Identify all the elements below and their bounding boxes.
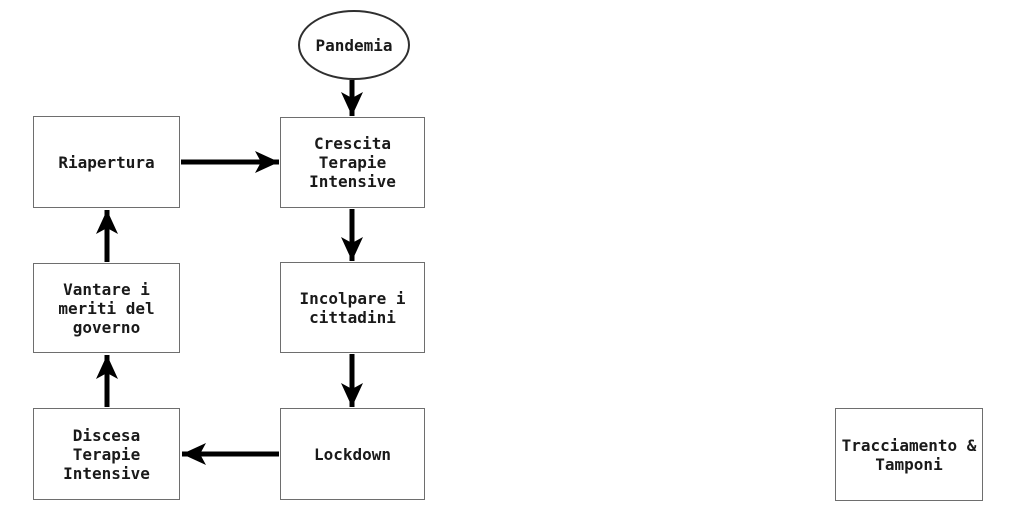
node-lockdown: Lockdown	[280, 408, 425, 500]
node-pandemia: Pandemia	[298, 10, 410, 80]
node-tracciamento-tamponi: Tracciamento & Tamponi	[835, 408, 983, 501]
node-crescita-terapie-intensive: Crescita Terapie Intensive	[280, 117, 425, 208]
node-incolpare-cittadini: Incolpare i cittadini	[280, 262, 425, 353]
node-riapertura: Riapertura	[33, 116, 180, 208]
node-vantare-meriti-governo: Vantare i meriti del governo	[33, 263, 180, 353]
node-discesa-terapie-intensive: Discesa Terapie Intensive	[33, 408, 180, 500]
